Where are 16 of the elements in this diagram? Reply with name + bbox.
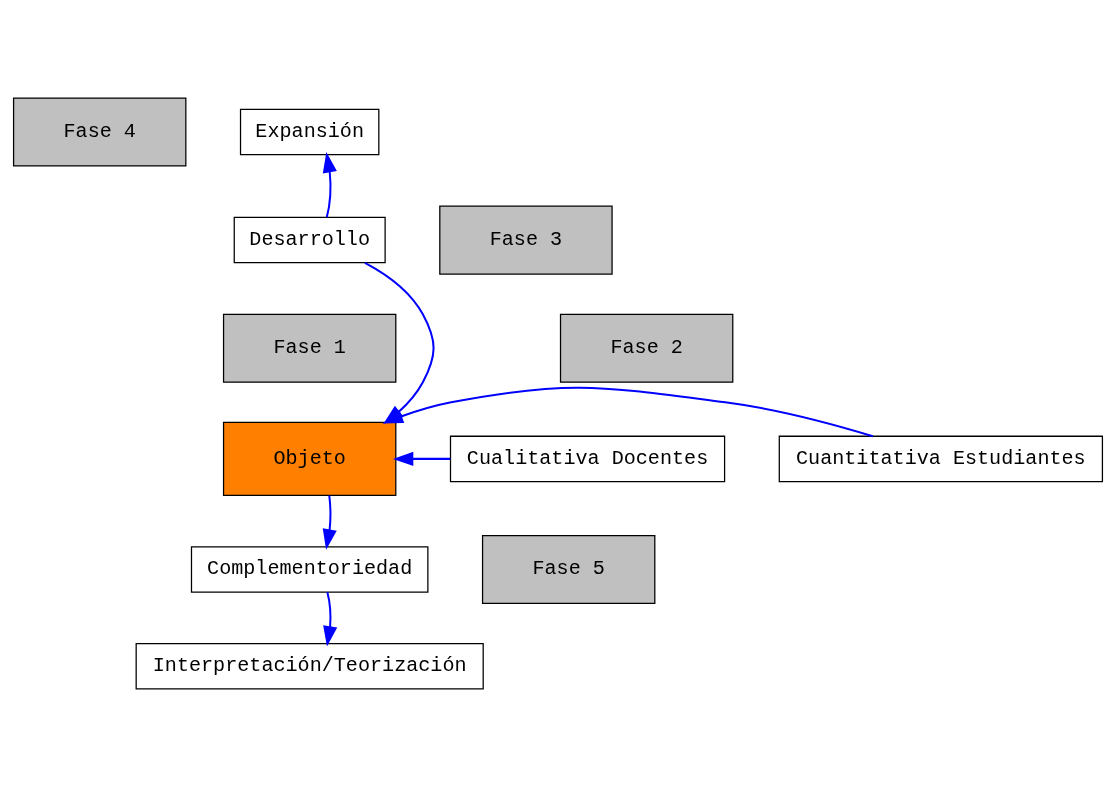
node-box: Fase 5 [481, 534, 656, 604]
arrow [322, 151, 337, 218]
node-box: Fase 1 [222, 313, 397, 383]
node-box: Cuantitativa Estudiantes [778, 435, 1104, 482]
node-box: Fase 2 [559, 313, 734, 383]
node-box: Fase 3 [439, 205, 613, 275]
node-box: Objeto [222, 421, 397, 496]
node-box: Desarrollo [233, 216, 386, 263]
arrow [323, 591, 338, 646]
node-box: Complementoriedad [190, 545, 429, 593]
node-box: Expansión [239, 108, 380, 155]
node-box: Interpretación/Teorización [135, 642, 484, 690]
node-box: Cualitativa Docentes [449, 435, 726, 482]
arrow [392, 451, 451, 466]
node-box: Fase 4 [12, 96, 187, 167]
arrow [322, 494, 337, 550]
